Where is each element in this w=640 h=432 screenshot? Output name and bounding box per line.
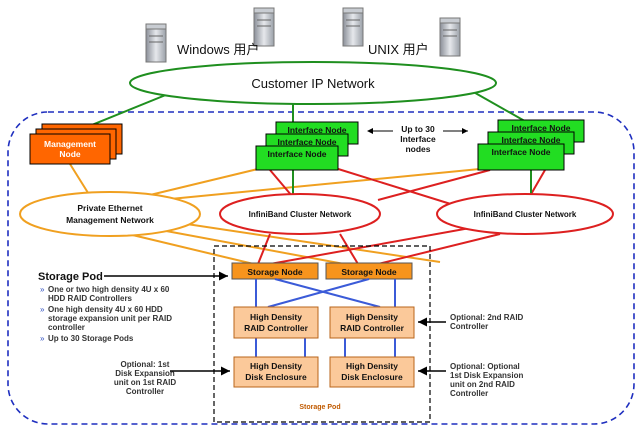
annotation-line: Controller [450,389,488,398]
note-line: One or two high density 4U x 60 [48,285,170,294]
server-icon [439,17,461,57]
infiniband-network-left-label: InfiniBand Cluster Network [249,210,352,219]
raid-controller-label: RAID Controller [340,323,404,333]
cluster-boundary [7,111,635,425]
disk-enclosure-label: Disk Enclosure [341,372,403,382]
annotation-line: Optional: Optional [450,362,520,371]
unix-users-label: UNIX 用户 [368,42,429,57]
storage-pod-notes-list: » One or two high density 4U x 60 HDD RA… [40,285,172,343]
management-node-label: Management [44,139,96,149]
private-management-network-label: Management Network [66,215,154,225]
interface-node-label: Interface Node [267,149,326,159]
disk-enclosure-1: High Density Disk Enclosure [233,356,319,388]
interface-links [292,168,532,196]
storage-pod-title: Storage Pod [38,271,103,283]
interface-node-label: Interface Node [287,125,346,135]
server-icon [145,23,167,63]
raid-controller-2: High Density RAID Controller [329,306,415,339]
disk-enclosure-label: High Density [250,361,302,371]
server-icon [253,7,275,47]
storage-node-2: Storage Node [325,262,413,280]
raid-controller-1: High Density RAID Controller [233,306,319,339]
optional-right-bottom-annotation: Optional: Optional 1st Disk Expansion un… [450,362,523,398]
note-line: One high density 4U x 60 HDD [48,305,163,314]
annotation-line: Disk Expansion [115,369,175,378]
annotation-line: Controller [450,322,488,331]
interface-node-label: Interface Node [511,123,570,133]
raid-controller-label: RAID Controller [244,323,308,333]
infiniband-network-left [219,193,381,235]
note-line: storage expansion unit per RAID [48,314,172,323]
storage-pod-caption: Storage Pod [299,404,340,411]
management-node-label: Node [59,149,81,159]
raid-controller-label: High Density [346,312,398,322]
annotation-line: Optional: 1st [121,360,170,369]
note-line: HDD RAID Controllers [48,294,133,303]
up-to-30-label: Up to 30 [401,124,435,134]
up-to-30-label: nodes [405,144,430,154]
management-network-links [69,163,491,267]
management-node: Management Node [29,123,123,165]
storage-node-label: Storage Node [247,267,303,277]
storage-node-1: Storage Node [231,262,319,280]
interface-node-label: Interface Node [491,147,550,157]
infiniband-network-right-label: InfiniBand Cluster Network [474,210,577,219]
optional-right-top-annotation: Optional: 2nd RAID Controller [450,313,524,331]
note-line: Up to 30 Storage Pods [48,334,134,343]
optional-left-annotation: Optional: 1st Disk Expansion unit on 1st… [114,360,176,396]
disk-enclosure-label: Disk Enclosure [245,372,307,382]
annotation-line: unit on 1st RAID [114,378,176,387]
private-management-network-label: Private Ethernet [77,203,142,213]
storage-pod-box [213,245,431,423]
interface-node-stack-left: Interface Node Interface Node Interface … [255,121,359,171]
interface-node-label: Interface Node [501,135,560,145]
storage-links [255,278,396,357]
annotation-line: unit on 2nd RAID [450,380,515,389]
disk-enclosure-label: High Density [346,361,398,371]
up-to-30-label: Interface [400,134,436,144]
disk-enclosure-2: High Density Disk Enclosure [329,356,415,388]
raid-controller-label: High Density [250,312,302,322]
bullet: » [40,305,45,314]
interface-node-stack-right: Interface Node Interface Node Interface … [477,119,585,171]
infiniband-network-right [436,193,614,235]
windows-users-label: Windows 用户 [177,42,259,57]
annotation-line: Controller [126,387,164,396]
bullet: » [40,285,45,294]
interface-node-label: Interface Node [277,137,336,147]
server-icon [342,7,364,47]
private-management-network [19,191,201,237]
annotation-line: 1st Disk Expansion [450,371,523,380]
note-line: controller [48,323,85,332]
bullet: » [40,334,45,343]
annotation-line: Optional: 2nd RAID [450,313,524,322]
customer-ip-network-label: Customer IP Network [251,76,375,91]
up-to-30-bg [393,122,443,156]
customer-ip-network [129,61,497,105]
storage-node-label: Storage Node [341,267,397,277]
